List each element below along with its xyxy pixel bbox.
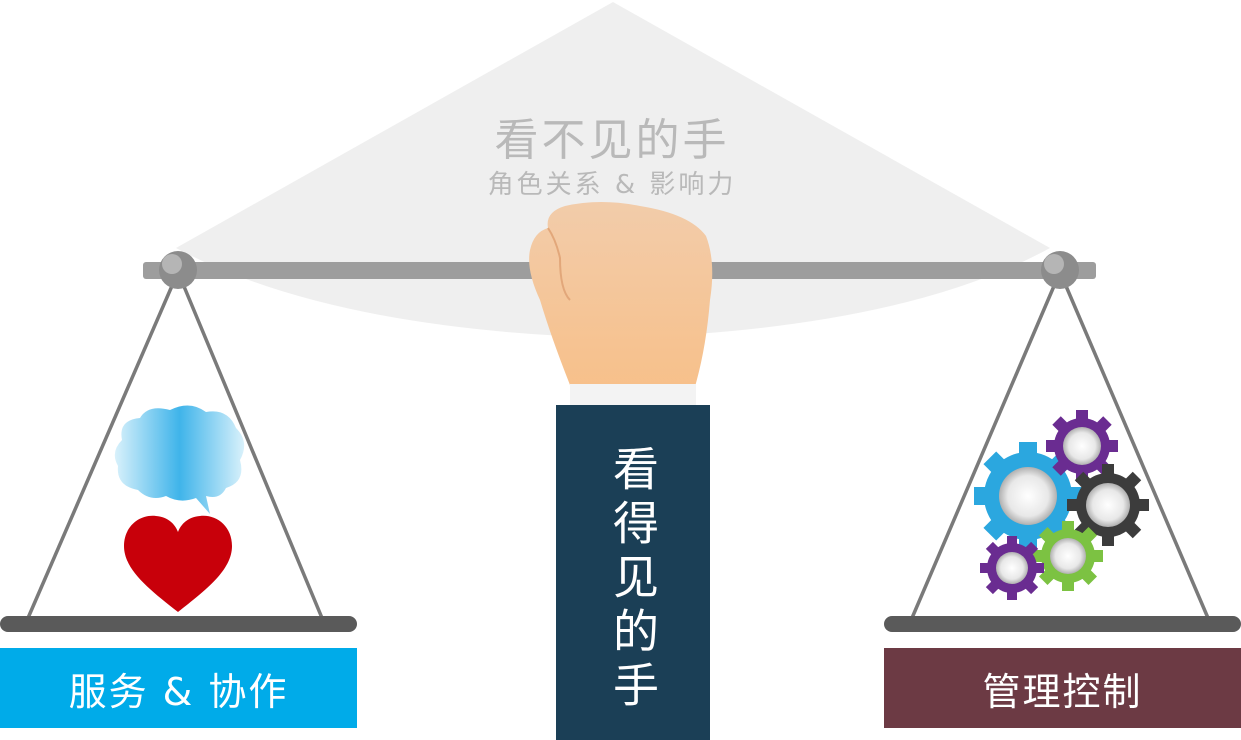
fist-icon: [529, 202, 713, 408]
visible-hand-label: 看得见的手: [606, 445, 660, 715]
left-pan-strings: [26, 271, 324, 619]
invisible-hand-title: 看不见的手: [494, 115, 730, 166]
gear-green: [1033, 521, 1103, 591]
right-pan-strings: [910, 271, 1210, 619]
visible-hand-sleeve: 看得见的手: [556, 405, 710, 740]
heart-icon: [124, 515, 232, 612]
right-pan-label: 管理控制: [884, 648, 1241, 728]
invisible-hand-cone: [176, 2, 1050, 338]
invisible-hand-subtitle: 角色关系 & 影响力: [487, 170, 737, 200]
brain-speech-bubble-icon: [114, 405, 245, 514]
gears-icon: [974, 410, 1149, 600]
right-pan: [884, 616, 1241, 632]
gear-blue: [974, 442, 1082, 550]
gear-dark: [1067, 464, 1149, 546]
gear-purple-top: [1046, 410, 1118, 482]
left-pan-label: 服务 & 协作: [0, 648, 357, 728]
gear-purple-bottom: [980, 536, 1044, 600]
left-pan: [0, 616, 357, 632]
